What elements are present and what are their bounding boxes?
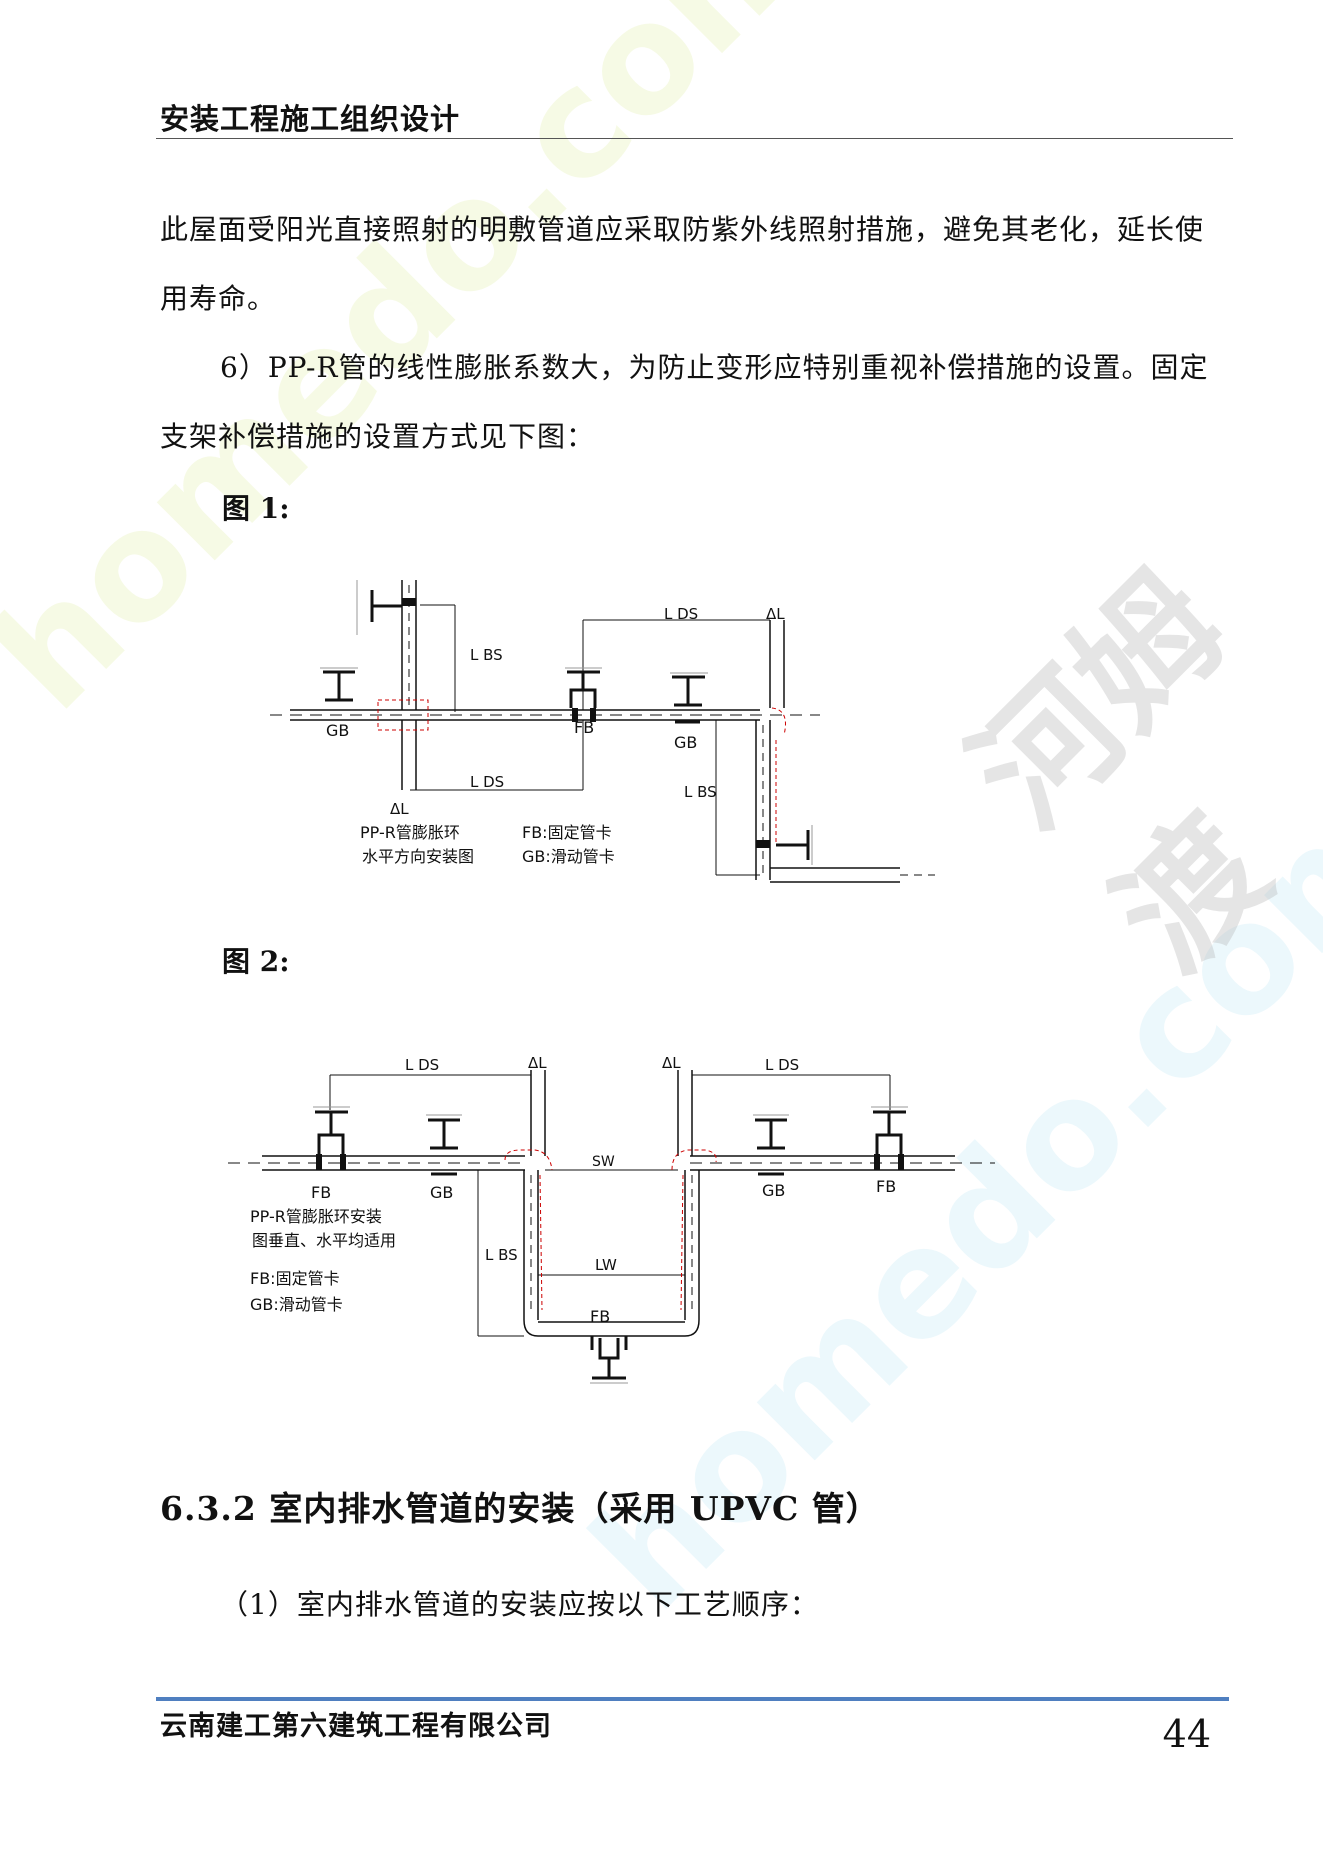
figure2-lds-left: L DS xyxy=(405,1056,439,1074)
figure1-lds-bottom: L DS xyxy=(470,773,504,791)
figure2-legend-fb: FB:固定管卡 xyxy=(250,1269,340,1288)
figure2-gb-left: GB xyxy=(430,1183,453,1202)
figure1-legend-gb: GB:滑动管卡 xyxy=(522,847,615,866)
paragraph-uv-protection: 此屋面受阳光直接照射的明敷管道应采取防紫外线照射措施，避免其老化，延长使用寿命。 xyxy=(160,213,1205,315)
figure2-caption-line1: PP-R管膨胀环安装 xyxy=(250,1207,382,1226)
figure2-lw: LW xyxy=(595,1256,617,1274)
figure2-caption-line2: 图垂直、水平均适用 xyxy=(252,1231,396,1250)
figure1-delta-l-bottom: ΔL xyxy=(390,800,409,818)
figure1-gb-right: GB xyxy=(674,733,697,752)
figure1-lds-top: L DS xyxy=(664,605,698,623)
header-rule xyxy=(156,138,1233,139)
figure1-diagram: L BS L DS L DS L BS ΔL ΔL GB FB GB PP-R管… xyxy=(270,580,935,883)
figure1-caption-line2: 水平方向安装图 xyxy=(362,847,474,866)
figure2-lbs: L BS xyxy=(485,1246,518,1264)
figure2-sw: SW xyxy=(592,1154,615,1170)
figure2-label: 图 2: xyxy=(222,945,290,978)
page-number: 44 xyxy=(1162,1712,1211,1756)
figure1-lbs-right: L BS xyxy=(684,783,717,801)
section-heading: 6.3.2 室内排水管道的安装（采用 UPVC 管） xyxy=(160,1489,880,1528)
figure2-gb-right: GB xyxy=(762,1181,785,1200)
figure2-fb-left: FB xyxy=(311,1183,331,1202)
figure2-legend-gb: GB:滑动管卡 xyxy=(250,1295,343,1314)
figure1-label: 图 1: xyxy=(222,492,290,525)
figure1-caption-line1: PP-R管膨胀环 xyxy=(360,823,460,842)
figure1-delta-l-top: ΔL xyxy=(766,605,785,623)
paragraph-ppr-expansion: 6）PP-R管的线性膨胀系数大，为防止变形应特别重视补偿措施的设置。固定支架补偿… xyxy=(160,351,1209,453)
figure2-delta-l-left: ΔL xyxy=(528,1054,547,1072)
figure1-legend-fb: FB:固定管卡 xyxy=(522,823,612,842)
watermark-hemudu: 河姆渡 xyxy=(942,544,1300,1001)
figure2-diagram: L DS L DS ΔL ΔL SW LW L BS FB GB GB FB F… xyxy=(228,1054,995,1384)
figure1-lbs-left: L BS xyxy=(470,646,503,664)
figure2-fb-bottom: FB xyxy=(590,1307,610,1326)
section-paragraph: （1）室内排水管道的安装应按以下工艺顺序： xyxy=(220,1588,819,1621)
footer-rule xyxy=(156,1697,1229,1701)
figure2-fb-right: FB xyxy=(876,1177,896,1196)
header-title: 安装工程施工组织设计 xyxy=(160,102,461,136)
figure2-delta-l-right: ΔL xyxy=(662,1054,681,1072)
figure1-gb-left: GB xyxy=(326,721,349,740)
figure2-lds-right: L DS xyxy=(765,1056,799,1074)
figure1-fb-mid: FB xyxy=(574,718,594,737)
footer-company: 云南建工第六建筑工程有限公司 xyxy=(160,1711,552,1742)
